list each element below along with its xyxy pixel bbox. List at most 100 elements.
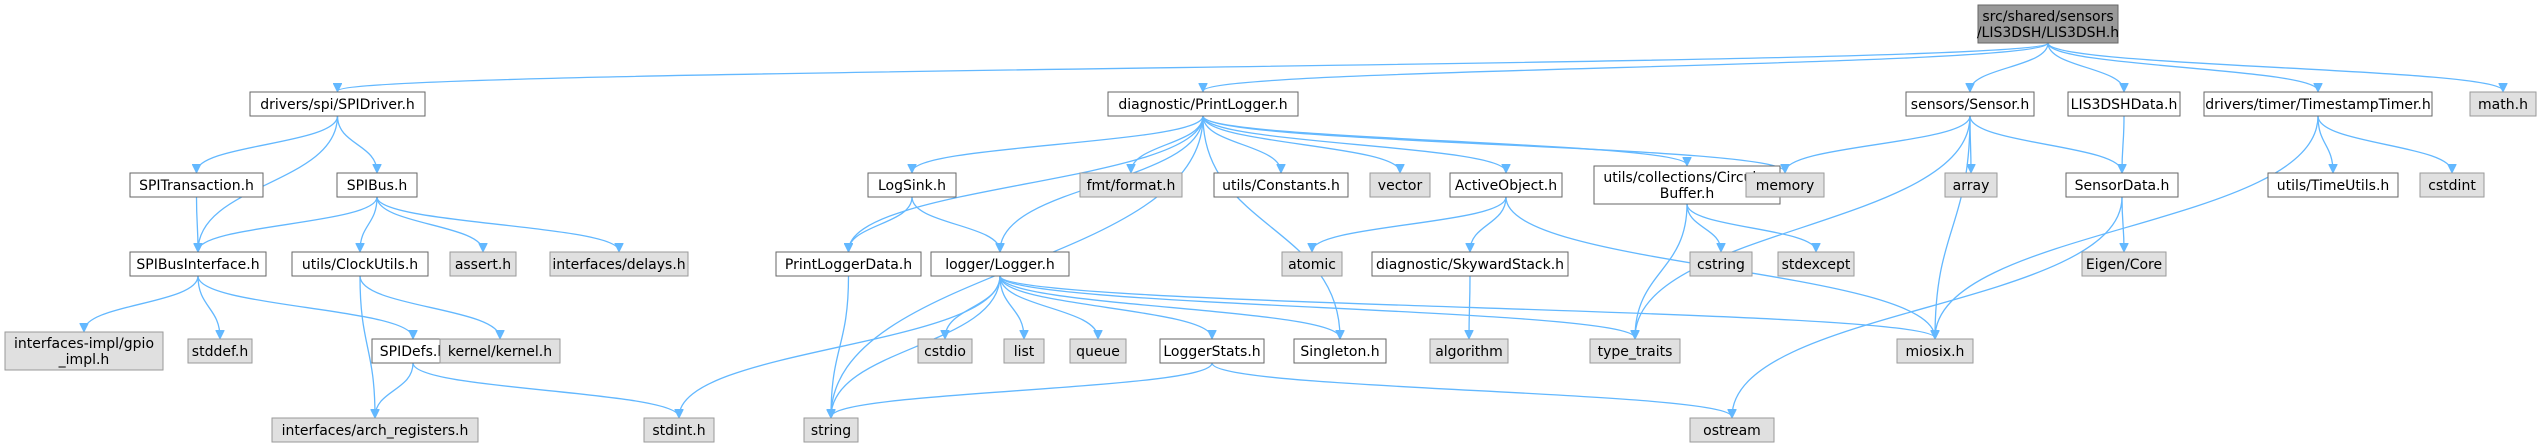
node-delays[interactable]: interfaces/delays.h [549, 251, 689, 277]
node-label: logger/Logger.h [945, 257, 1055, 273]
node-label: stddef.h [192, 344, 248, 360]
node-label: memory [1756, 178, 1815, 194]
node-label: drivers/spi/SPIDriver.h [260, 97, 415, 113]
node-label: sensors/Sensor.h [1911, 97, 2029, 113]
node-box [1293, 338, 1387, 364]
node-activeobject[interactable]: ActiveObject.h [1449, 172, 1563, 198]
edge-timestamptimer-to-timeutils [2317, 115, 2333, 172]
node-box [1281, 251, 1343, 277]
node-cstdint[interactable]: cstdint [2419, 172, 2485, 198]
edge-logsink-to-printloggerdata [849, 196, 913, 251]
node-printlogger[interactable]: diagnostic/PrintLogger.h [1107, 91, 1299, 117]
edge-sensor-to-typetraits [1635, 115, 1971, 338]
node-box [867, 172, 957, 198]
node-string[interactable]: string [803, 417, 859, 443]
node-constants[interactable]: utils/Constants.h [1213, 172, 1349, 198]
node-loggerstats[interactable]: LoggerStats.h [1159, 338, 1265, 364]
node-fmtformat[interactable]: fmt/format.h [1079, 172, 1183, 198]
node-box [2203, 91, 2433, 117]
node-array[interactable]: array [1944, 172, 1998, 198]
node-box [2267, 172, 2399, 198]
node-singleton[interactable]: Singleton.h [1293, 338, 1387, 364]
node-atomic[interactable]: atomic [1281, 251, 1343, 277]
node-algorithm[interactable]: algorithm [1429, 338, 1509, 364]
node-vector[interactable]: vector [1369, 172, 1431, 198]
node-root[interactable]: src/shared/sensors/LIS3DSH/LIS3DSH.h [1977, 4, 2119, 44]
node-box [449, 251, 517, 277]
node-sensor[interactable]: sensors/Sensor.h [1905, 91, 2035, 117]
node-box [803, 417, 859, 443]
node-label: Singleton.h [1300, 344, 1379, 360]
node-cstdio[interactable]: cstdio [917, 338, 973, 364]
node-logsink[interactable]: LogSink.h [867, 172, 957, 198]
node-assert[interactable]: assert.h [449, 251, 517, 277]
edge-root-to-timestamptimer [2047, 42, 2318, 91]
node-memory[interactable]: memory [1745, 172, 1825, 198]
node-miosix[interactable]: miosix.h [1896, 338, 1974, 364]
node-stdint[interactable]: stdint.h [643, 417, 715, 443]
edge-printlogger-to-singleton [1202, 115, 1340, 338]
edge-printlogger-to-activeobject [1202, 115, 1506, 172]
node-label: SPIBusInterface.h [136, 257, 259, 273]
node-box [1689, 417, 1775, 443]
node-spibus[interactable]: SPIBus.h [336, 172, 418, 198]
node-printloggerdata[interactable]: PrintLoggerData.h [775, 251, 922, 277]
node-label: string [811, 423, 851, 439]
node-queue[interactable]: queue [1069, 338, 1127, 364]
node-box [336, 172, 418, 198]
node-label: assert.h [455, 257, 511, 273]
node-box [1689, 251, 1753, 277]
node-label: utils/collections/Circular [1603, 170, 1770, 186]
edge-logger-to-typetraits [999, 275, 1635, 338]
node-cstring[interactable]: cstring [1689, 251, 1753, 277]
node-box [4, 331, 164, 371]
node-timestamptimer[interactable]: drivers/timer/TimestampTimer.h [2203, 91, 2433, 117]
edge-logger-to-loggerstats [999, 275, 1212, 338]
node-ostream[interactable]: ostream [1689, 417, 1775, 443]
node-stdexcept[interactable]: stdexcept [1777, 251, 1855, 277]
node-label: LIS3DSHData.h [2071, 97, 2178, 113]
node-label: LogSink.h [878, 178, 946, 194]
node-label: SPIDefs.h [380, 344, 446, 360]
node-spitransaction[interactable]: SPITransaction.h [129, 172, 264, 198]
edge-spibusinterface-to-stddef [197, 275, 220, 338]
node-stddef[interactable]: stddef.h [187, 338, 253, 364]
node-list[interactable]: list [1003, 338, 1045, 364]
node-box [1449, 172, 1563, 198]
node-box [2081, 251, 2167, 277]
node-label: Buffer.h [1660, 186, 1715, 202]
edge-clockutils-to-kernel [359, 275, 500, 338]
node-box [1944, 172, 1998, 198]
node-label: fmt/format.h [1087, 178, 1176, 194]
edge-spidriver-to-spibus [336, 115, 378, 172]
node-logger[interactable]: logger/Logger.h [930, 251, 1070, 277]
node-timeutils[interactable]: utils/TimeUtils.h [2267, 172, 2399, 198]
node-archregs[interactable]: interfaces/arch_registers.h [271, 417, 479, 443]
edge-logger-to-queue [999, 275, 1098, 338]
node-sensordata[interactable]: SensorData.h [2065, 172, 2179, 198]
node-box [271, 417, 479, 443]
node-clockutils[interactable]: utils/ClockUtils.h [291, 251, 429, 277]
node-label: type_traits [1598, 344, 1673, 360]
node-spidriver[interactable]: drivers/spi/SPIDriver.h [249, 91, 426, 117]
node-eigencore[interactable]: Eigen/Core [2081, 251, 2167, 277]
node-label: utils/TimeUtils.h [2277, 178, 2390, 194]
node-lis3dshdata[interactable]: LIS3DSHData.h [2067, 91, 2181, 117]
edge-spibus-to-delays [376, 196, 619, 251]
edge-loggerstats-to-string [831, 362, 1213, 417]
edge-logsink-to-logger [911, 196, 1000, 251]
node-box [1079, 172, 1183, 198]
node-gpioimpl[interactable]: interfaces-impl/gpio_impl.h [4, 331, 164, 371]
node-box [1213, 172, 1349, 198]
node-kernel[interactable]: kernel/kernel.h [439, 338, 561, 364]
node-math[interactable]: math.h [2469, 91, 2537, 117]
node-box [1003, 338, 1045, 364]
node-skywardstack[interactable]: diagnostic/SkywardStack.h [1371, 251, 1569, 277]
node-box [1069, 338, 1127, 364]
node-label: list [1014, 344, 1035, 360]
edge-circularbuffer-to-stdexcept [1686, 203, 1816, 251]
node-typetraits[interactable]: type_traits [1589, 338, 1681, 364]
node-spibusinterface[interactable]: SPIBusInterface.h [129, 251, 267, 277]
node-box [2067, 91, 2181, 117]
